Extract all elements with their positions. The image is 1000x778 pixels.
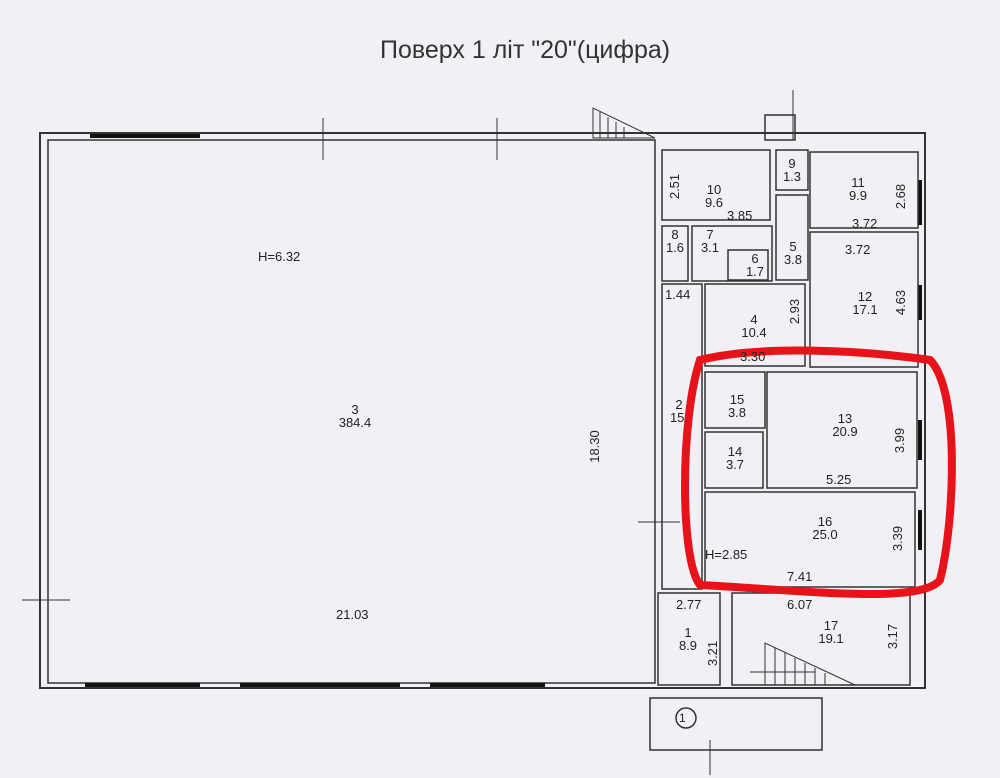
room-walls <box>649 114 919 751</box>
hall-width: 21.03 <box>336 607 369 622</box>
r13-height: 3.99 <box>892 427 908 454</box>
r11-width: 3.72 <box>852 216 878 231</box>
entrance-marker <box>675 707 697 729</box>
r11-height: 2.68 <box>893 183 909 210</box>
outer-wall <box>39 132 926 689</box>
r1-height: 3.21 <box>705 640 721 667</box>
hall-height: H=6.32 <box>258 249 301 264</box>
r16-width: 7.41 <box>787 569 813 584</box>
r1-width: 2.77 <box>676 597 702 612</box>
r16-room-height: H=2.85 <box>705 547 748 562</box>
r12-width: 3.72 <box>845 242 871 257</box>
highlight-outline <box>681 346 956 599</box>
r17-width: 6.07 <box>787 597 813 612</box>
corridor-width: 1.44 <box>665 287 691 302</box>
entrance-label: 1 <box>679 711 686 725</box>
r4-height: 2.93 <box>787 298 803 325</box>
hall-depth: 18.30 <box>586 430 602 463</box>
r13-width: 5.25 <box>826 472 852 487</box>
windows <box>85 134 922 687</box>
r12-height: 4.63 <box>893 289 909 316</box>
r17-height: 3.17 <box>885 623 901 650</box>
r10-height: 2.51 <box>667 173 683 200</box>
r10-width: 3.85 <box>727 208 753 223</box>
stairs <box>592 107 856 686</box>
r4-width: 3.30 <box>740 349 766 364</box>
r16-height: 3.39 <box>890 525 906 552</box>
plan-title: Поверх 1 літ "20"(цифра) <box>380 36 671 64</box>
grid-ticks <box>22 90 794 775</box>
